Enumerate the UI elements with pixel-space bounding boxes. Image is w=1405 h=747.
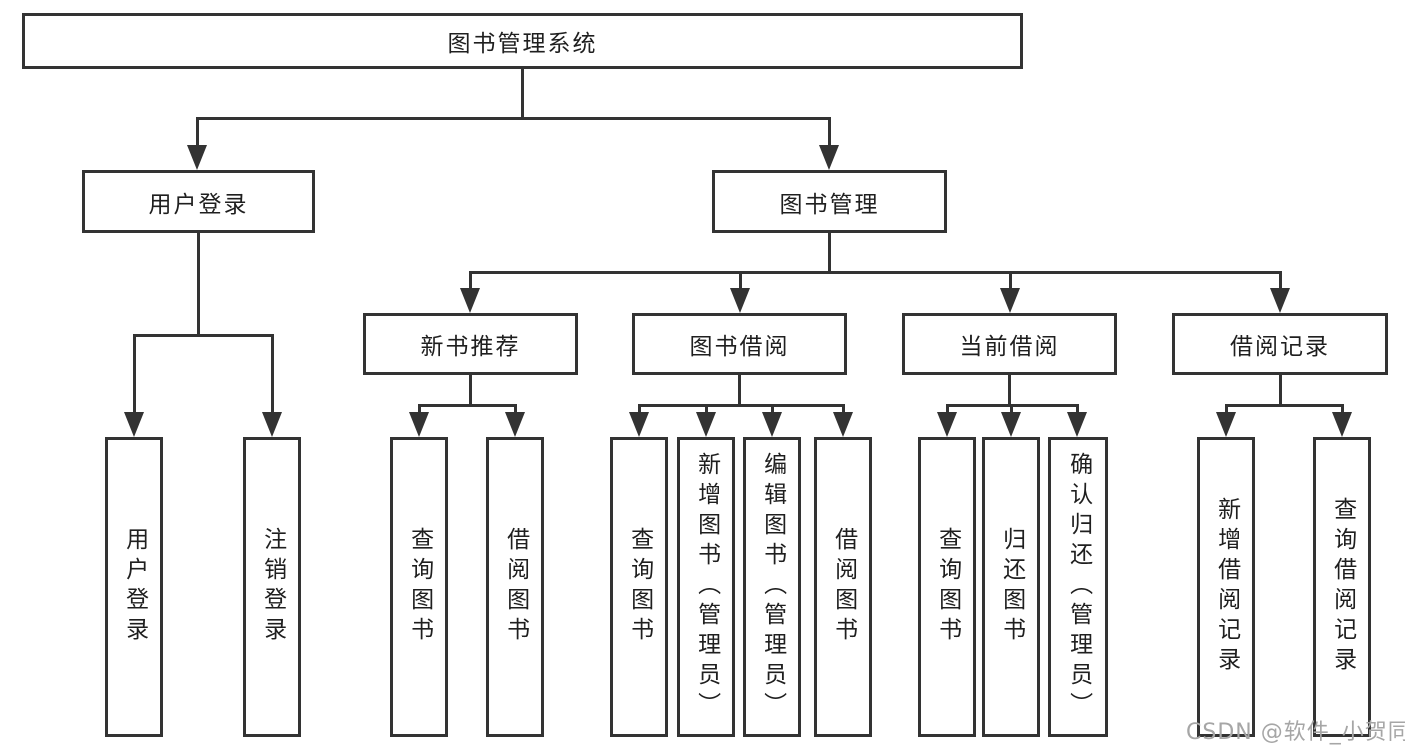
- arrow-down-icon: [762, 412, 782, 437]
- leaf-confirm-return-admin: 确认归还（管理员）: [1048, 437, 1108, 737]
- node-book-management: 图书管理: [712, 170, 947, 233]
- connector-hline: [133, 334, 274, 337]
- connector-vline: [1008, 375, 1011, 407]
- leaf-label: 借阅图书: [830, 527, 857, 647]
- connector-vline: [469, 271, 472, 291]
- leaf-label: 借阅图书: [502, 527, 529, 647]
- connector-vline: [418, 404, 421, 416]
- leaf-label: 新增图书（管理员）: [693, 452, 720, 722]
- connector-vline: [638, 404, 641, 416]
- arrow-down-icon: [124, 412, 144, 437]
- connector-hline: [1225, 404, 1344, 407]
- connector-vline: [197, 233, 200, 337]
- connector-hline: [638, 404, 845, 407]
- arrow-down-icon: [409, 412, 429, 437]
- arrow-down-icon: [460, 288, 480, 313]
- leaf-return-books: 归还图书: [982, 437, 1040, 737]
- arrow-down-icon: [1000, 288, 1020, 313]
- arrow-down-icon: [833, 412, 853, 437]
- leaf-edit-book-admin: 编辑图书（管理员）: [743, 437, 801, 737]
- node-library-system: 图书管理系统: [22, 13, 1023, 69]
- arrow-down-icon: [1001, 412, 1021, 437]
- connector-vline: [1341, 404, 1344, 416]
- connector-hline: [196, 117, 831, 120]
- arrow-down-icon: [629, 412, 649, 437]
- connector-vline: [133, 334, 136, 416]
- connector-vline: [1009, 271, 1012, 291]
- connector-vline: [469, 375, 472, 407]
- connector-vline: [705, 404, 708, 416]
- arrow-down-icon: [1332, 412, 1352, 437]
- node-user-login: 用户登录: [82, 170, 315, 233]
- connector-vline: [196, 117, 199, 147]
- leaf-label: 新增借阅记录: [1213, 497, 1240, 677]
- connector-vline: [1010, 404, 1013, 416]
- arrow-down-icon: [262, 412, 282, 437]
- leaf-label: 归还图书: [998, 527, 1025, 647]
- leaf-label: 查询借阅记录: [1329, 497, 1356, 677]
- node-label: 用户登录: [148, 191, 249, 218]
- node-borrowing-records: 借阅记录: [1172, 313, 1388, 375]
- leaf-label: 查询图书: [406, 527, 433, 647]
- node-label: 借阅记录: [1230, 334, 1330, 360]
- connector-hline: [469, 271, 1282, 274]
- leaf-query-books-borrowing: 查询图书: [610, 437, 668, 737]
- leaf-query-borrow-record: 查询借阅记录: [1313, 437, 1371, 737]
- node-new-book-recommendation: 新书推荐: [363, 313, 578, 375]
- leaf-label: 注销登录: [259, 527, 286, 647]
- connector-vline: [271, 334, 274, 416]
- leaf-label: 编辑图书（管理员）: [759, 452, 786, 722]
- connector-vline: [1076, 404, 1079, 416]
- connector-vline: [739, 271, 742, 291]
- node-book-borrowing: 图书借阅: [632, 313, 847, 375]
- leaf-logout: 注销登录: [243, 437, 301, 737]
- leaf-add-borrow-record: 新增借阅记录: [1197, 437, 1255, 737]
- leaf-user-login: 用户登录: [105, 437, 163, 737]
- connector-vline: [738, 375, 741, 407]
- arrow-down-icon: [1067, 412, 1087, 437]
- connector-vline: [514, 404, 517, 416]
- connector-vline: [1279, 375, 1282, 407]
- arrow-down-icon: [187, 145, 207, 170]
- node-current-borrowing: 当前借阅: [902, 313, 1117, 375]
- node-label: 图书借阅: [689, 334, 790, 360]
- connector-vline: [1279, 271, 1282, 291]
- connector-vline: [946, 404, 949, 416]
- leaf-query-books-recommend: 查询图书: [390, 437, 448, 737]
- arrow-down-icon: [505, 412, 525, 437]
- watermark-text: CSDN @软件_小贺同学: [1186, 720, 1405, 745]
- leaf-borrow-books-recommend: 借阅图书: [486, 437, 544, 737]
- leaf-label: 确认归还（管理员）: [1065, 452, 1092, 722]
- leaf-add-book-admin: 新增图书（管理员）: [677, 437, 735, 737]
- connector-vline: [828, 233, 831, 274]
- node-label: 当前借阅: [959, 334, 1060, 360]
- arrow-down-icon: [1270, 288, 1290, 313]
- connector-vline: [1225, 404, 1228, 416]
- leaf-query-books-current: 查询图书: [918, 437, 976, 737]
- leaf-label: 查询图书: [934, 527, 961, 647]
- connector-vline: [842, 404, 845, 416]
- connector-vline: [771, 404, 774, 416]
- leaf-borrow-books-borrowing: 借阅图书: [814, 437, 872, 737]
- leaf-label: 用户登录: [121, 527, 148, 647]
- arrow-down-icon: [937, 412, 957, 437]
- node-label: 新书推荐: [420, 334, 521, 360]
- arrow-down-icon: [1216, 412, 1236, 437]
- arrow-down-icon: [730, 288, 750, 313]
- connector-vline: [828, 117, 831, 147]
- arrow-down-icon: [696, 412, 716, 437]
- connector-hline: [418, 404, 517, 407]
- node-label: 图书管理: [779, 191, 880, 218]
- connector-vline: [521, 69, 524, 120]
- node-label: 图书管理系统: [447, 31, 598, 57]
- arrow-down-icon: [819, 145, 839, 170]
- leaf-label: 查询图书: [626, 527, 653, 647]
